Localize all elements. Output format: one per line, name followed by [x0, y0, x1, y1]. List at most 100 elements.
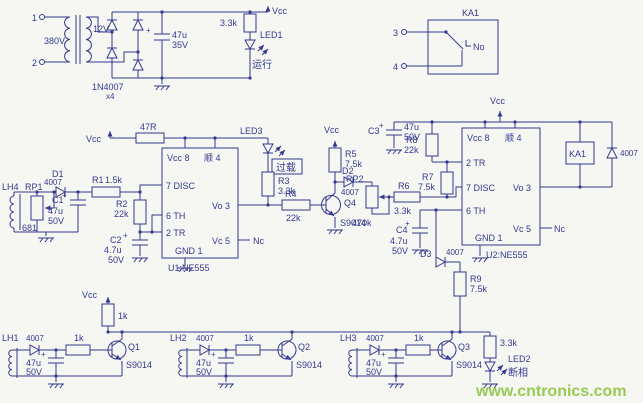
q2-label: Q2 — [298, 342, 310, 352]
resistor-led2-3k3 — [483, 335, 497, 359]
resistor-r6 — [393, 191, 421, 203]
ch3-diode-label: 4007 — [366, 334, 384, 343]
d3-label: D3 — [420, 249, 432, 259]
lh2-label: LH2 — [170, 333, 187, 343]
ka1-coil-label: KA1 — [569, 149, 586, 159]
led-rays-icon — [497, 365, 507, 375]
junction-dot — [444, 30, 448, 34]
rp1-label: RP1 — [25, 182, 43, 192]
c1-label: C1 — [52, 195, 64, 205]
c2-value-label: 4.7u — [104, 245, 122, 255]
diode-d1 — [55, 186, 67, 198]
r9-value-label: 7.5k — [470, 284, 488, 294]
wires — [393, 121, 613, 332]
lh3-label: LH3 — [340, 333, 357, 343]
resistor-ch1-1k — [65, 344, 91, 356]
wires — [12, 300, 491, 382]
ch1-cap-plus: + — [41, 350, 46, 359]
q2-value-label: S9014 — [296, 360, 322, 370]
d2-label: D2 — [342, 166, 354, 176]
led2-resistor-label: 3.3k — [500, 338, 518, 348]
capacitor-c3 — [386, 129, 402, 136]
ch3-cap-value: 47u — [366, 358, 381, 368]
u1-pin-tr: 2 TR — [166, 228, 186, 238]
q4-label: Q4 — [344, 198, 356, 208]
c4-plus-label: + — [405, 219, 410, 228]
rp1-value-label: 681 — [22, 223, 37, 233]
vcc-label: Vcc — [490, 96, 506, 106]
cap-voltage-label: 35V — [172, 40, 188, 50]
r2-label: R2 — [116, 199, 128, 209]
q3-label: Q3 — [458, 342, 470, 352]
led1-label: LED1 — [260, 30, 283, 40]
resistor-ch2-1k — [235, 344, 261, 356]
relay-contact-section: 3 4 KA1 No — [393, 8, 499, 75]
r8-value-label: 22k — [404, 145, 419, 155]
resistor-47r-label: 47R — [140, 122, 157, 132]
power-supply-section: 1 2 380V 12V 1N4007 x4 + 47u 35V 3.3k LE… — [32, 6, 288, 101]
current-coil-lh2 — [178, 349, 183, 377]
current-coil-lh3 — [348, 349, 353, 377]
ch2-cap-value: 47u — [196, 358, 211, 368]
resistor-r5 — [328, 147, 342, 173]
c1-plus-label: + — [62, 191, 67, 200]
ch1-diode-label: 4007 — [26, 334, 44, 343]
q4-value-label: S9014 — [340, 218, 366, 228]
u1-name-label: U1:NE555 — [168, 263, 210, 273]
junction-dots — [54, 330, 462, 378]
terminal-2-label: 2 — [32, 58, 37, 68]
r6-value-label: 3.3k — [394, 206, 412, 216]
u2-name-label: U2:NE555 — [486, 250, 528, 260]
r6-label: R6 — [398, 181, 410, 191]
relay-coil-ka1 — [565, 141, 595, 165]
r1-value-label: 1.5k — [105, 175, 123, 185]
r9-label: R9 — [470, 274, 482, 284]
wires — [45, 11, 268, 84]
terminal-4-label: 4 — [393, 62, 398, 72]
u2-pin-tr: 2 TR — [466, 158, 486, 168]
cap-value-label: 47u — [172, 30, 187, 40]
filter-capacitor — [154, 33, 170, 41]
r4-label: R4 — [285, 189, 297, 199]
vcc-label: Vcc — [82, 290, 98, 300]
wires — [406, 31, 471, 67]
pullup-resistor-1k — [101, 303, 115, 327]
led1-run-indicator — [244, 39, 268, 55]
u2-pin-th: 6 TH — [466, 206, 485, 216]
ch2-diode-label: 4007 — [196, 334, 214, 343]
ch3-cap-plus: + — [381, 350, 386, 359]
transistor-q2 — [277, 340, 297, 361]
resistor-r1 — [91, 186, 121, 198]
ch2-cap-plus: + — [211, 350, 216, 359]
ch1-resistor-label: 1k — [74, 333, 84, 343]
phase-loss-section: Vcc 1k LH1 4007 + 47u 50V 1k Q1 S9014 LH… — [2, 290, 531, 389]
led3-overload — [262, 143, 285, 156]
resistor-3k3-label: 3.3k — [220, 18, 238, 28]
current-coil-lh4 — [9, 194, 21, 230]
terminal-1-label: 1 — [32, 13, 37, 23]
capacitor-c2 — [132, 239, 148, 246]
r2-value-label: 22k — [114, 209, 129, 219]
q1-label: Q1 — [128, 342, 140, 352]
diode-ch2 — [199, 344, 211, 356]
diode-ch3 — [369, 344, 381, 356]
r8-label: R8 — [406, 135, 418, 145]
current-coil-lh1 — [8, 349, 13, 377]
terminal-3-label: 3 — [393, 28, 398, 38]
r5-label: R5 — [345, 149, 357, 159]
r3-label: R3 — [278, 176, 290, 186]
ground-symbol — [326, 229, 344, 235]
overload-stage-section: Vcc 47R LH4 RP1 681 D1 4007 C1 + 47u 50V… — [2, 122, 462, 273]
ka1-diode-label: 4007 — [620, 149, 638, 158]
q3-value-label: S9014 — [456, 360, 482, 370]
u2-pin-reset: 顺 4 — [505, 133, 522, 143]
c4-value-label: 4.7u — [390, 236, 408, 246]
ch1-cap-voltage: 50V — [26, 367, 42, 377]
cap-plus-label: + — [146, 26, 151, 35]
c1-voltage-label: 50V — [48, 216, 64, 226]
u2-nc-label: Nc — [554, 224, 565, 234]
ground-symbol — [37, 237, 55, 243]
relay-driver-stage-section: Vcc C3 + 47u 50V R8 22k R7 7.5k Vcc 8 顺 … — [368, 96, 638, 332]
flyback-diode — [606, 146, 618, 159]
capacitor-ch2 — [218, 357, 234, 364]
